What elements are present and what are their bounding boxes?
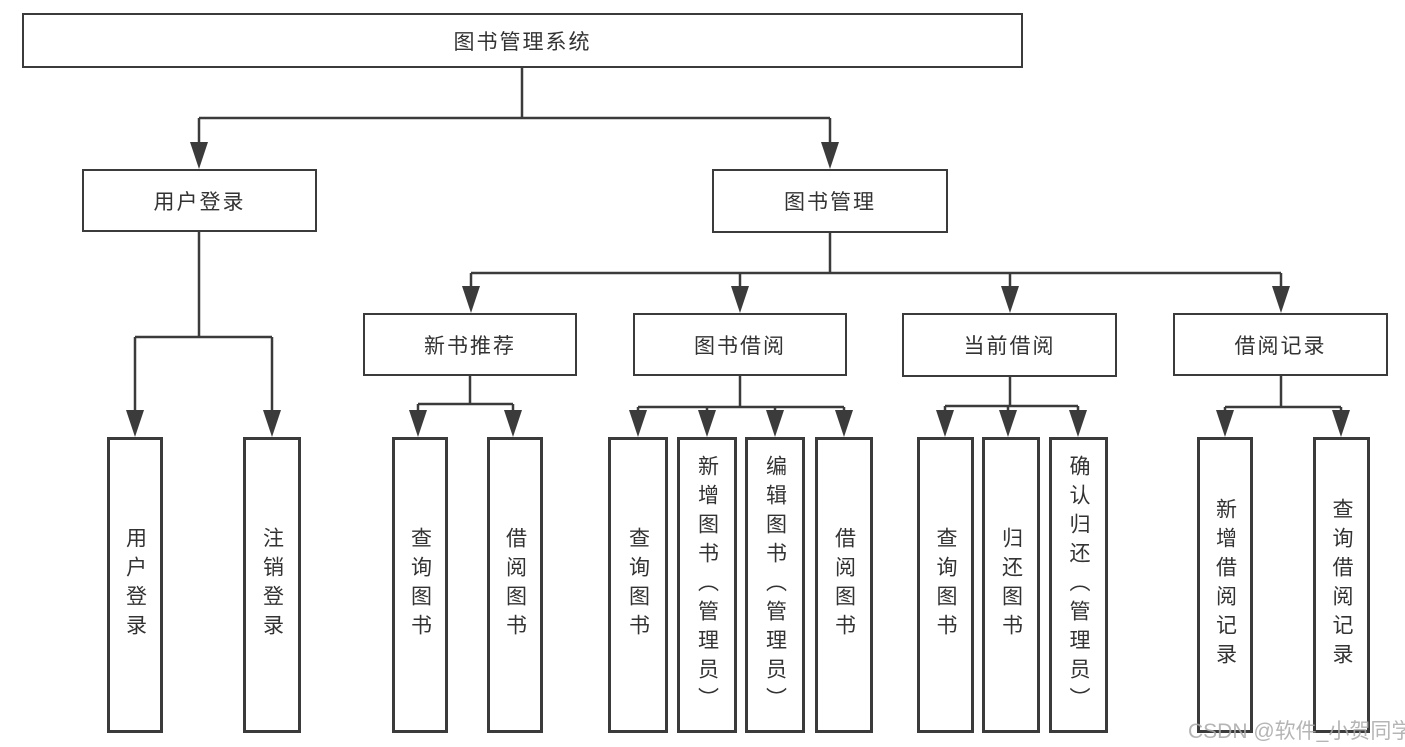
node-current-borrow-label: 当前借阅 [963, 335, 1056, 358]
leaf-user-login: 用户登录 [107, 437, 163, 733]
node-borrow-records: 借阅记录 [1173, 313, 1388, 376]
leaf-current-return-books: 归还图书 [982, 437, 1040, 733]
node-book-borrow-label: 图书借阅 [694, 334, 786, 358]
leaf-logout: 注销登录 [243, 437, 301, 733]
leaf-borrow-add-books: 新增图书（管理员） [677, 437, 737, 733]
leaf-borrow-edit-books: 编辑图书（管理员） [745, 437, 805, 733]
leaf-recommend-query-books: 查询图书 [392, 437, 448, 733]
leaf-borrow-query-books: 查询图书 [608, 437, 668, 733]
node-book-management: 图书管理 [712, 169, 948, 233]
leaf-current-return-books-label: 归还图书 [999, 527, 1023, 643]
leaf-borrow-borrow-books-label: 借阅图书 [832, 527, 856, 643]
node-book-management-label: 图书管理 [784, 191, 876, 214]
leaf-records-query-record: 查询借阅记录 [1313, 437, 1370, 733]
leaf-logout-label: 注销登录 [260, 527, 284, 643]
leaf-current-query-books: 查询图书 [917, 437, 974, 733]
leaf-records-add-record: 新增借阅记录 [1197, 437, 1253, 733]
node-root: 图书管理系统 [22, 13, 1023, 68]
node-user-login: 用户登录 [82, 169, 317, 232]
node-borrow-records-label: 借阅记录 [1234, 334, 1327, 358]
leaf-recommend-query-books-label: 查询图书 [408, 527, 432, 643]
leaf-recommend-borrow-books: 借阅图书 [487, 437, 543, 733]
leaf-borrow-query-books-label: 查询图书 [626, 527, 650, 643]
leaf-borrow-add-books-label: 新增图书（管理员） [695, 454, 719, 716]
leaf-records-add-record-label: 新增借阅记录 [1213, 498, 1237, 672]
node-root-label: 图书管理系统 [453, 30, 592, 54]
leaf-recommend-borrow-books-label: 借阅图书 [503, 527, 527, 643]
leaf-current-query-books-label: 查询图书 [934, 527, 957, 643]
node-current-borrow: 当前借阅 [902, 313, 1117, 377]
node-new-book-recommend-label: 新书推荐 [424, 334, 516, 358]
leaf-current-confirm-return-label: 确认归还（管理员） [1067, 454, 1090, 716]
leaf-borrow-borrow-books: 借阅图书 [815, 437, 873, 733]
node-book-borrow: 图书借阅 [633, 313, 847, 376]
arrowheads [126, 142, 1350, 437]
leaf-records-query-record-label: 查询借阅记录 [1330, 498, 1353, 672]
csdn-watermark: CSDN @软件_小贺同学 [1188, 720, 1405, 743]
node-new-book-recommend: 新书推荐 [363, 313, 577, 376]
leaf-borrow-edit-books-label: 编辑图书（管理员） [763, 454, 787, 716]
node-user-login-label: 用户登录 [153, 190, 246, 214]
leaf-current-confirm-return: 确认归还（管理员） [1049, 437, 1108, 733]
leaf-user-login-label: 用户登录 [123, 527, 147, 643]
